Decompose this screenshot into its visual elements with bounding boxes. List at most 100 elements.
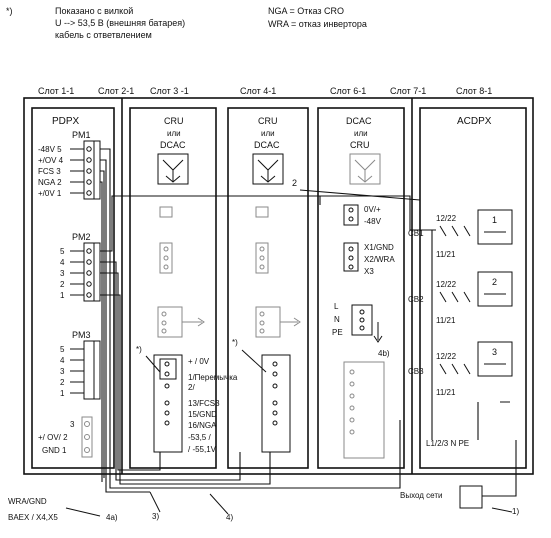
- pm2-pin: 1: [60, 291, 65, 300]
- slot4-unit-symbol: [252, 153, 284, 185]
- bottom-pin: GND 1: [42, 446, 67, 455]
- breaker-label: CB1: [408, 229, 424, 238]
- acdpx-bus: [431, 230, 510, 440]
- rack-frame: [23, 97, 534, 475]
- slot6-unit-symbol: [349, 153, 381, 185]
- slot4-or: или: [261, 129, 275, 138]
- slot-label-1: Слот 1-1: [38, 86, 74, 96]
- acdpx-breaker-2: CB2 12/22 11/21 2: [408, 271, 513, 325]
- acdpx-bottom-labels: L1/2/3 N PE: [426, 439, 469, 448]
- pm2-connector: 5 4 3 2 1: [60, 242, 101, 302]
- slot-label-2: Слот 2-1: [98, 86, 134, 96]
- pm2-pin: 3: [60, 269, 65, 278]
- note-line-3: кабель с ответвлением: [55, 30, 152, 40]
- slot-label-3: Слот 3 -1: [150, 86, 189, 96]
- slot3-pin-label: 15/GND: [188, 410, 217, 419]
- callout-2: 2: [292, 178, 297, 188]
- callout-4a: 4a): [106, 513, 118, 522]
- pm1-connector: -48V 5 +/OV 4 FCS 3 NGA 2 +/0V 1: [38, 140, 101, 200]
- slot3-pin-label: 16/NGA: [188, 421, 217, 430]
- slot4-connector: [261, 354, 291, 453]
- baex-label: BAEX / X4,X5: [8, 513, 58, 522]
- contact-label: 12/22: [436, 280, 457, 289]
- mains-outlet-box: [459, 485, 483, 509]
- star-note: *): [232, 338, 238, 347]
- pm3-pin: 2: [60, 378, 65, 387]
- contact-label: 11/21: [436, 388, 456, 397]
- slot4-subtitle: DCAC: [254, 140, 280, 150]
- pm2-pin: 2: [60, 280, 65, 289]
- acdpx-module: [419, 107, 527, 469]
- slot6-pin: -48V: [364, 217, 382, 226]
- slot4-grey-terminals: [255, 206, 301, 338]
- breaker-label: CB2: [408, 295, 424, 304]
- leader-line: [209, 493, 229, 515]
- slot3-pin-label: 2/: [188, 383, 195, 392]
- callout-4b: 4b): [378, 349, 390, 358]
- bottom-pin: 3: [70, 420, 75, 429]
- bottom-pin: +/ OV/ 2: [38, 433, 68, 442]
- pdpx-title: PDPX: [52, 116, 80, 127]
- mains-wire: [482, 440, 517, 497]
- slot3-pin-label: / -55,1V: [188, 445, 217, 454]
- pm2-pin: 5: [60, 247, 65, 256]
- slot-label-6: Слот 6-1: [330, 86, 366, 96]
- pm1-pin: FCS 3: [38, 167, 61, 176]
- pm3-pin: 3: [60, 367, 65, 376]
- slot3-or: или: [167, 129, 181, 138]
- slot6-pin: 0V/+: [364, 205, 381, 214]
- leader-line: [65, 507, 101, 517]
- slot6-or: или: [354, 129, 368, 138]
- pm1-pin: NGA 2: [38, 178, 62, 187]
- acdpx-breaker-3: CB3 12/22 11/21 3: [408, 341, 513, 397]
- callout-1: 1): [512, 507, 519, 516]
- slot3-grey-terminals: [157, 206, 205, 338]
- note-mark: *): [6, 6, 13, 16]
- pm2-label: PM2: [72, 232, 91, 242]
- outlet-label: 3: [492, 347, 497, 357]
- leader-line: [149, 491, 161, 513]
- mains-exit-label: Выход сети: [400, 491, 442, 500]
- contact-label: 11/21: [436, 316, 456, 325]
- slot6-top-connector: 0V/+ -48V: [343, 204, 382, 226]
- slot6-pin: X1/GND: [364, 243, 394, 252]
- star-note: *): [136, 345, 142, 354]
- breaker-label: CB3: [408, 367, 424, 376]
- slot3-pin-label: 13/FCS3: [188, 399, 220, 408]
- slot3-pin-label: 1/Перемычка: [188, 373, 238, 382]
- lnpe-label: N: [334, 315, 340, 324]
- pm1-pin: +/0V 1: [38, 189, 62, 198]
- slot6-module: [317, 107, 405, 469]
- slot3-pin-label: + / 0V: [188, 357, 210, 366]
- slot3-title: CRU: [164, 116, 184, 126]
- harness-wires: [100, 148, 436, 493]
- callout-3: 3): [152, 512, 159, 521]
- acdpx-breaker-1: CB1 12/22 11/21 1: [408, 209, 513, 259]
- wra-gnd-label: WRA/GND: [8, 497, 47, 506]
- slot6-title: DCAC: [346, 116, 372, 126]
- slot6-subtitle: CRU: [350, 140, 370, 150]
- slot3-unit-symbol: [157, 153, 189, 185]
- slot6-lnpe-connector: L N PE 4b): [332, 302, 390, 358]
- slot6-grey-block: [343, 361, 385, 459]
- slot6-pin: X3: [364, 267, 374, 276]
- slot3-module: [129, 107, 217, 469]
- slot-labels: Слот 1-1 Слот 2-1 Слот 3 -1 Слот 4-1 Сло…: [38, 86, 492, 96]
- slot4-module: [227, 107, 309, 469]
- pdpx-bottom-connector: 3 +/ OV/ 2 GND 1: [38, 416, 93, 458]
- slot3-pin-label: -53,5 /: [188, 433, 211, 442]
- outlet-label: 1: [492, 215, 497, 225]
- callout-4: 4): [226, 513, 233, 522]
- wra-legend: WRA = отказ инвертора: [268, 19, 367, 29]
- nga-legend: NGA = Отказ CRO: [268, 6, 344, 16]
- slot3-subtitle: DCAC: [160, 140, 186, 150]
- note-line-2: U --> 53,5 В (внешняя батарея): [55, 18, 185, 28]
- slot6-mid-connector: X1/GND X2/WRA X3: [343, 242, 395, 276]
- slot3-connector-labels: + / 0V 1/Перемычка 2/ 13/FCS3 15/GND 16/…: [188, 357, 238, 454]
- pm1-pin: +/OV 4: [38, 156, 64, 165]
- contact-label: 12/22: [436, 352, 457, 361]
- slot-label-7: Слот 7-1: [390, 86, 426, 96]
- pm2-pin: 4: [60, 258, 65, 267]
- pm3-pin: 5: [60, 345, 65, 354]
